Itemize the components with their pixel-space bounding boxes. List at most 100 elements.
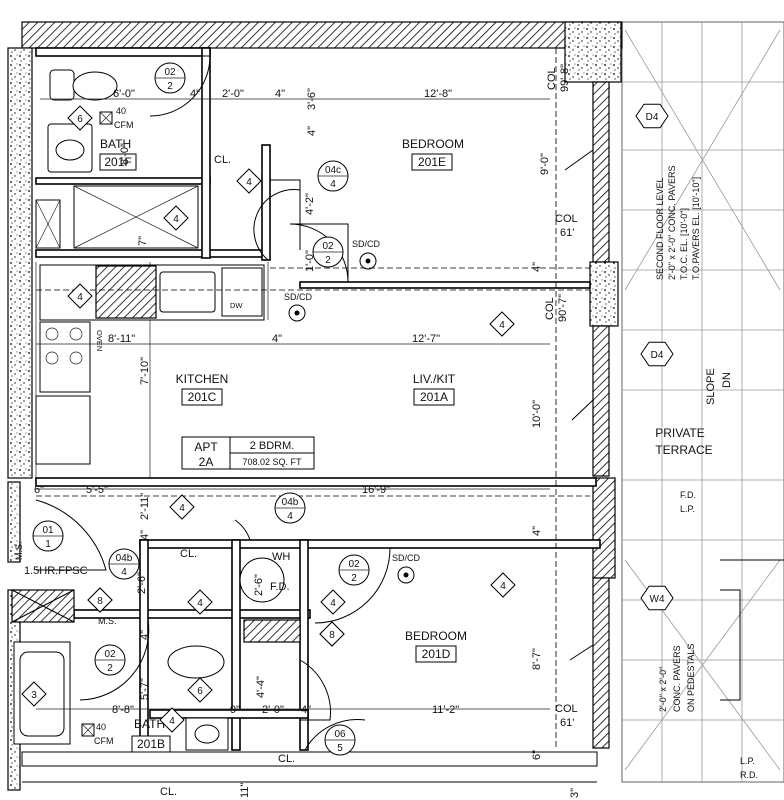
liv-kit-tag xyxy=(413,388,455,406)
bath-bottom-name: BATH xyxy=(134,717,165,731)
paver-note-top-line: 2'-0" x 2'-0" CONC. PAVERS xyxy=(667,165,677,280)
bedroom-top-tag xyxy=(411,153,453,171)
bedroom-top-number: 201E xyxy=(418,155,446,169)
dishwasher-label: DW xyxy=(230,301,243,310)
keynote-number: 4 xyxy=(173,214,179,225)
dim-4i: 4" xyxy=(301,704,311,716)
bedroom-bottom-number: 201D xyxy=(422,647,451,661)
oven-label: OVEN xyxy=(95,330,104,351)
keynote-diamond: 6 xyxy=(187,677,213,703)
bath-bottom-number: 201B xyxy=(137,737,165,751)
liv-kit-number: 201A xyxy=(420,390,448,404)
dim-6b: 6" xyxy=(531,750,543,760)
dim-9-0: 9'-0" xyxy=(539,153,551,175)
door-tag-bottom: 2 xyxy=(167,81,173,92)
dim-2-6b: 2'-6" xyxy=(253,574,265,596)
window-tag: D4 xyxy=(635,103,669,129)
cfm-label-bottom: CFM xyxy=(94,736,114,746)
col-61b-label: COL xyxy=(555,703,578,715)
door-tag-top: 04c xyxy=(325,165,341,176)
dim-4c: 4" xyxy=(306,126,318,136)
col-61a-label: COL xyxy=(555,213,578,225)
bedroom-bottom-tag xyxy=(415,645,457,663)
keynote-number: 4 xyxy=(77,292,83,303)
col-top-elev: 99'-8" xyxy=(559,64,571,92)
door-tag-top: 02 xyxy=(164,67,176,78)
window-tag-label: D4 xyxy=(646,112,659,123)
dim-12-8: 12'-8" xyxy=(424,88,452,100)
dim-4e: 4" xyxy=(272,333,282,345)
ms-label-2: M.S. xyxy=(98,616,117,626)
keynote-number: 6 xyxy=(77,114,83,125)
bath-bottom-fixtures xyxy=(11,557,301,751)
keynote-diamond: 4 xyxy=(236,168,262,194)
keynote-number: 4 xyxy=(179,503,185,514)
window-tag: W4 xyxy=(640,585,674,611)
ms-label-1: M.S. xyxy=(14,541,24,560)
fd-lp-1: F.D. xyxy=(680,490,696,500)
water-heater-label: WH xyxy=(272,551,290,563)
door-tag-bottom: 2 xyxy=(107,663,113,674)
kitchen-tag xyxy=(181,388,223,406)
apt-label: APT xyxy=(194,440,218,454)
keynote-diamond: 4 xyxy=(490,572,516,598)
dim-8-11: 8'-11" xyxy=(108,333,135,345)
paver-note-top-line: SECOND FLOOR LEVEL xyxy=(655,177,665,280)
door-tag-bottom: 5 xyxy=(337,743,343,754)
terrace-line-1: PRIVATE xyxy=(655,426,705,440)
door-tag-top: 04b xyxy=(116,553,133,564)
dim-4d: 4" xyxy=(531,262,543,272)
dim-4a: 4" xyxy=(190,88,200,100)
dimension-strings: 6'-0" 4" 2'-0" 4" 12'-8" 8'-11" 4" 12'-7… xyxy=(34,88,550,716)
paver-note-top-line: T.O.C. EL. [10'-0"] xyxy=(679,208,689,280)
apt-unit: 2A xyxy=(199,455,214,469)
terrace-pavers xyxy=(621,21,784,783)
door-tag-bottom: 2 xyxy=(351,573,357,584)
dim-5-5: 5'-5" xyxy=(86,484,108,496)
dim-3-6: 3'-6" xyxy=(306,88,318,110)
dim-4-4: 4'-4" xyxy=(255,676,267,698)
col-61a-elev: 61' xyxy=(560,227,574,239)
keynote-number: 8 xyxy=(97,596,103,607)
door-tag: 022 xyxy=(312,236,344,268)
bath-top-fixtures xyxy=(35,69,199,249)
bath-top-name: BATH xyxy=(100,137,131,151)
dim-16-9: 16'-9" xyxy=(362,484,390,496)
paver-note-bottom-line: 2'-0" x 2'-0" xyxy=(658,667,668,712)
dim-4f: 4" xyxy=(139,530,151,540)
fd-lp-2: L.P. xyxy=(680,504,695,514)
keynote-diamond: 3 xyxy=(21,681,47,707)
keynote-diamond: 4 xyxy=(169,494,195,520)
cfm-value-top: 40 xyxy=(116,106,126,116)
column-labels: COL 99'-8" COL 61' COL 90'-7" COL 61' xyxy=(544,64,578,729)
interior-walls xyxy=(35,47,601,751)
closet-label-1: CL. xyxy=(214,154,231,166)
dim-2-6a: 2'-6" xyxy=(136,572,148,594)
keynote-diamond: 4 xyxy=(489,311,515,337)
dim-4b: 4" xyxy=(275,88,285,100)
terrace-line-2: TERRACE xyxy=(655,443,712,457)
misc-labels: CL. CL. CL. CL. WH F.D. M.S. M.S. 1.5HR.… xyxy=(14,106,421,798)
door-tag: 022 xyxy=(154,62,186,94)
door-tag-top: 02 xyxy=(104,649,116,660)
keynote-number: 4 xyxy=(330,598,336,609)
keynote-number: 4 xyxy=(246,177,252,188)
dn-label: DN xyxy=(721,372,733,388)
door-tag: 065 xyxy=(324,724,356,756)
dim-10-0: 10'-0" xyxy=(531,400,543,428)
smoke-detectors xyxy=(288,252,415,584)
dim-7-10: 7'-10" xyxy=(139,357,151,385)
keynote-diamond: 8 xyxy=(87,587,113,613)
paver-note-top: SECOND FLOOR LEVEL 2'-0" x 2'-0" CONC. P… xyxy=(655,165,701,280)
door-tag-top: 02 xyxy=(322,241,334,252)
dim-8-8: 8'-8" xyxy=(112,704,134,716)
door-tag-top: 01 xyxy=(42,525,54,536)
liv-kit-name: LIV./KIT xyxy=(413,372,456,386)
door-tag-top: 06 xyxy=(334,729,346,740)
keynote-diamond: 4 xyxy=(163,205,189,231)
window-tag-label: W4 xyxy=(650,594,665,605)
